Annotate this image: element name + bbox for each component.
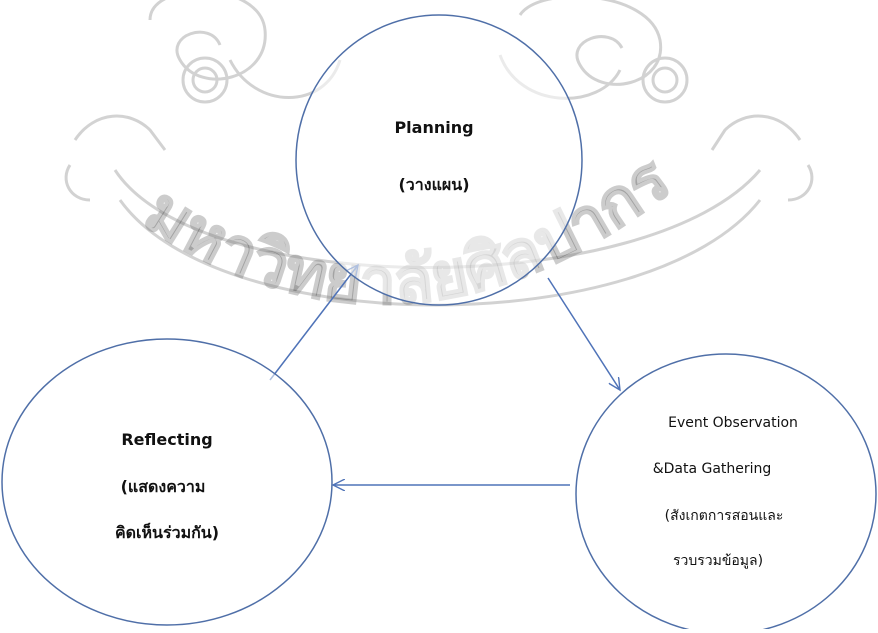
- reflecting-node: Reflecting (แสดงความ คิดเห็นร่วมกัน): [1, 338, 333, 626]
- reflecting-line-2: (แสดงความ: [121, 477, 206, 496]
- arrow-reflecting-to-planning: [269, 265, 358, 381]
- reflecting-line-3: คิดเห็นร่วมกัน): [115, 521, 219, 542]
- observation-circle: [575, 353, 877, 633]
- observation-line-4: รวบรวมข้อมูล): [673, 553, 763, 569]
- observation-node: Event Observation &Data Gathering (สังเก…: [575, 353, 877, 633]
- observation-line-3: (สังเกตการสอนและ: [665, 508, 784, 524]
- observation-line-1: Event Observation: [668, 415, 798, 431]
- planning-subtitle: (วางแผน): [398, 175, 469, 194]
- planning-circle: [295, 14, 583, 306]
- reflecting-title: Reflecting: [121, 430, 212, 449]
- arrow-planning-to-observation: [547, 277, 620, 390]
- planning-node: Planning (วางแผน): [295, 14, 583, 306]
- planning-title: Planning: [394, 118, 473, 137]
- observation-line-2: &Data Gathering: [653, 461, 772, 477]
- reflecting-circle: [1, 338, 333, 626]
